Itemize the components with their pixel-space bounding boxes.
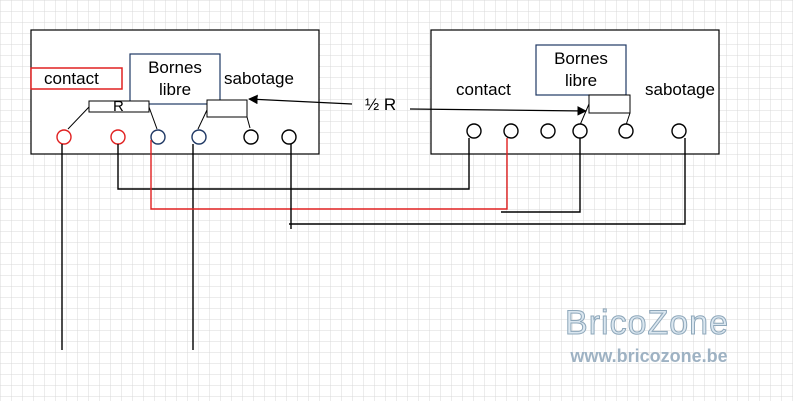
left-sabotage-label: sabotage <box>224 69 294 88</box>
left-resistor-lead-a <box>67 106 90 130</box>
wire-contact-link <box>117 138 470 190</box>
left-contact-box <box>30 67 123 90</box>
right-sabotage-resistor <box>588 94 631 114</box>
right-terminal-5 <box>618 123 634 139</box>
right-terminal-2 <box>503 123 519 139</box>
left-resistor-lead-b <box>148 106 158 130</box>
right-contact-label: contact <box>456 80 511 99</box>
bricozone-watermark: BricoZone www.bricozone.be <box>565 304 729 367</box>
left-terminal-1 <box>56 129 72 145</box>
left-terminal-3 <box>150 129 166 145</box>
half-r-label: ½ R <box>365 95 396 114</box>
wire-sabotage-link <box>501 138 581 213</box>
wire-red-link <box>150 138 508 210</box>
left-resistor-r <box>88 100 150 113</box>
right-bornes-box <box>535 44 627 96</box>
left-terminal-2 <box>110 129 126 145</box>
right-sabotage-label: sabotage <box>645 80 715 99</box>
left-sabotage-lead-a <box>197 109 208 130</box>
right-sabotage-lead-b <box>625 112 631 126</box>
left-sabotage-resistor <box>206 99 248 118</box>
left-bornes-label-2: libre <box>159 80 191 99</box>
right-terminal-4 <box>572 123 588 139</box>
left-sabotage-lead-b <box>246 116 251 129</box>
right-bornes-label-1: Bornes <box>554 49 608 68</box>
right-terminal-3 <box>540 123 556 139</box>
left-terminal-5 <box>243 129 259 145</box>
half-r-arrow-left <box>248 94 353 105</box>
left-contact-label: contact <box>44 69 99 88</box>
right-terminal-1 <box>466 123 482 139</box>
left-bornes-box <box>129 53 221 105</box>
watermark-title: BricoZone <box>565 304 729 342</box>
half-r-arrow-right <box>409 106 587 116</box>
right-terminal-6 <box>671 123 687 139</box>
left-terminal-6 <box>281 129 297 145</box>
right-bornes-label-2: libre <box>565 71 597 90</box>
left-resistor-label: R <box>113 98 124 115</box>
left-terminal-4 <box>191 129 207 145</box>
left-device: contact Bornes libre sabotage R <box>30 29 320 155</box>
watermark-url: www.bricozone.be <box>569 346 727 366</box>
wires <box>61 138 686 350</box>
right-device: Bornes libre contact sabotage <box>430 29 720 155</box>
left-bornes-label-1: Bornes <box>148 58 202 77</box>
wire-tamper-link <box>289 138 686 225</box>
